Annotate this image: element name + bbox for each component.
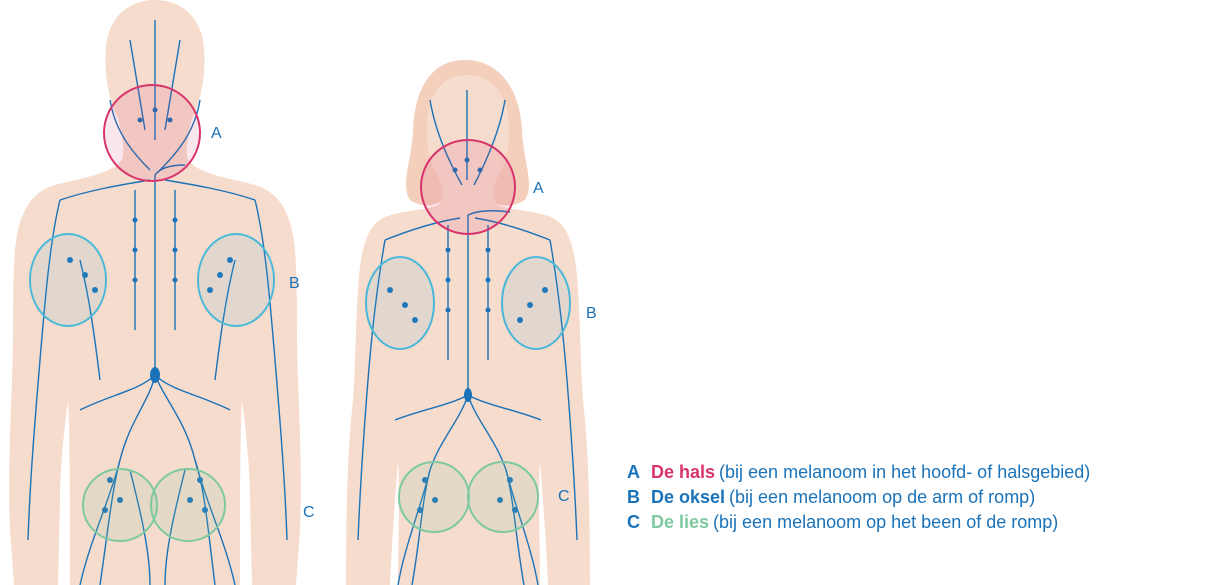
man-figure: A B C	[9, 0, 314, 585]
woman-right-armpit-region	[502, 257, 570, 349]
legend-letter-c: C	[627, 510, 651, 535]
woman-neck-region	[421, 140, 515, 234]
man-right-groin-region	[151, 469, 225, 541]
woman-left-armpit-region	[366, 257, 434, 349]
man-label-b: B	[289, 275, 300, 292]
legend-letter-a: A	[627, 460, 651, 485]
legend-term-a: De hals	[651, 462, 715, 482]
woman-label-a: A	[533, 180, 544, 197]
man-label-a: A	[211, 125, 222, 142]
legend-letter-b: B	[627, 485, 651, 510]
woman-left-groin-region	[399, 462, 469, 532]
man-left-groin-region	[83, 469, 157, 541]
man-left-armpit-region	[30, 234, 106, 326]
man-neck-region	[104, 85, 200, 181]
man-right-armpit-region	[198, 234, 274, 326]
legend-desc-b: (bij een melanoom op de arm of romp)	[729, 487, 1035, 507]
legend-desc-a: (bij een melanoom in het hoofd- of halsg…	[719, 462, 1090, 482]
woman-label-c: C	[558, 488, 570, 505]
woman-figure: A B C	[346, 60, 597, 585]
legend-term-c: De lies	[651, 512, 709, 532]
legend-term-b: De oksel	[651, 487, 725, 507]
woman-right-groin-region	[468, 462, 538, 532]
woman-label-b: B	[586, 305, 597, 322]
man-label-c: C	[303, 504, 315, 521]
legend-desc-c: (bij een melanoom op het been of de romp…	[713, 512, 1058, 532]
